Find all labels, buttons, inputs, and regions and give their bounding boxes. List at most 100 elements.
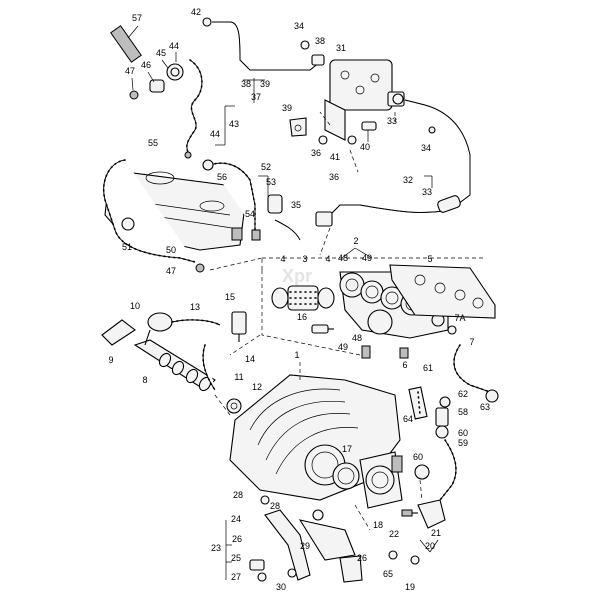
callout-c6: 6 [402, 360, 407, 370]
part-17-gasket [332, 462, 360, 490]
callout-c34a: 34 [294, 21, 304, 31]
part-5-gasket [389, 264, 496, 319]
callout-c25: 25 [231, 553, 241, 563]
callout-c61: 61 [423, 363, 433, 373]
callout-c34b: 34 [421, 143, 431, 153]
part-3-4-hose-and-clamps [271, 285, 335, 311]
callout-c36a: 36 [311, 148, 321, 158]
callout-c39a: 39 [260, 79, 270, 89]
callout-c17: 17 [342, 444, 352, 454]
callout-c64: 64 [403, 414, 413, 424]
callout-c31: 31 [336, 43, 346, 53]
callout-c14: 14 [245, 354, 255, 364]
part-52-53-54-hose [202, 159, 301, 241]
callout-c54: 54 [245, 209, 255, 219]
callout-c28a: 28 [233, 490, 243, 500]
part-59-hose [414, 439, 457, 501]
callout-c60a: 60 [458, 428, 468, 438]
callout-c1: 1 [294, 350, 299, 360]
callout-c55: 55 [148, 138, 158, 148]
part-13-14-hose [171, 319, 221, 391]
callout-c9: 9 [108, 355, 113, 365]
callout-c56: 56 [217, 172, 227, 182]
callout-c27: 27 [231, 572, 241, 582]
callout-ticks [215, 78, 439, 580]
part-16-sensor [311, 324, 334, 334]
callout-c29: 29 [300, 541, 310, 551]
part-32-crankcase-pipe [315, 99, 471, 227]
callout-c63: 63 [480, 402, 490, 412]
callout-c62: 62 [458, 389, 468, 399]
callout-c16: 16 [297, 312, 307, 322]
watermark: Xpr [282, 266, 312, 286]
callout-c36b: 36 [329, 172, 339, 182]
callout-c33b: 33 [422, 187, 432, 197]
callout-c48b: 48 [352, 333, 362, 343]
part-20-21-22-sensor-group [401, 499, 446, 565]
callout-c12: 12 [252, 382, 262, 392]
callout-c26b: 26 [357, 553, 367, 563]
callout-c51: 51 [122, 242, 132, 252]
part-45-46-47-connectors [129, 52, 184, 100]
callout-c50: 50 [166, 245, 176, 255]
callout-c2: 2 [353, 236, 358, 246]
callout-c43: 43 [229, 119, 239, 129]
callout-c60b: 60 [413, 452, 423, 462]
callout-c65: 65 [383, 569, 393, 579]
callout-c44a: 44 [169, 41, 179, 51]
callout-c37: 37 [251, 92, 261, 102]
callout-c15: 15 [225, 292, 235, 302]
callout-c57: 57 [132, 13, 142, 23]
leader-lines [209, 111, 423, 531]
part-8-injector-rail [133, 339, 216, 392]
callout-c21: 21 [431, 528, 441, 538]
callout-c13: 13 [190, 302, 200, 312]
part-50-hose [103, 159, 205, 273]
callout-c42: 42 [191, 7, 201, 17]
part-43-vacuum-hose [184, 59, 203, 159]
callout-c49b: 49 [338, 342, 348, 352]
callout-c18: 18 [373, 520, 383, 530]
callout-c33a: 33 [387, 116, 397, 126]
callout-c7: 7 [469, 337, 474, 347]
callout-c11: 11 [234, 372, 243, 382]
callout-c30: 30 [276, 582, 286, 592]
callout-c52: 52 [261, 162, 271, 172]
callout-c47a: 47 [125, 66, 135, 76]
callout-c7a: 7A [454, 313, 465, 323]
callout-c58: 58 [458, 407, 468, 417]
callout-c24: 24 [231, 514, 241, 524]
callout-c35: 35 [291, 200, 301, 210]
part-39-bracket [289, 117, 328, 145]
callout-c47b: 47 [166, 266, 176, 276]
callout-c41: 41 [330, 152, 340, 162]
callout-c45: 45 [156, 48, 166, 58]
callout-c4b: 4 [325, 254, 330, 264]
callout-c44b: 44 [210, 129, 220, 139]
part-18-throttle-body [359, 451, 403, 509]
callout-c32: 32 [403, 175, 413, 185]
callout-c40: 40 [360, 142, 370, 152]
callout-c4a: 4 [280, 254, 285, 264]
callout-c38a: 38 [241, 79, 251, 89]
callout-c53: 53 [266, 177, 276, 187]
callout-c26a: 26 [232, 534, 242, 544]
callout-c46: 46 [141, 60, 151, 70]
callout-c48a: 48 [338, 253, 348, 263]
callout-c39b: 39 [282, 103, 292, 113]
callout-c49a: 49 [362, 253, 372, 263]
callout-c22: 22 [389, 529, 399, 539]
callout-c19: 19 [405, 582, 415, 592]
callout-c10: 10 [130, 301, 140, 311]
part-38-39-breather-pipe [202, 17, 325, 71]
callout-c5: 5 [427, 254, 432, 264]
part-23-bracket-assembly [249, 495, 398, 583]
callout-c3: 3 [302, 254, 307, 264]
callout-c20: 20 [425, 541, 435, 551]
part-61-64-coolant-hoses [408, 344, 499, 439]
callout-c8: 8 [142, 375, 147, 385]
part-9-bracket [101, 319, 136, 346]
